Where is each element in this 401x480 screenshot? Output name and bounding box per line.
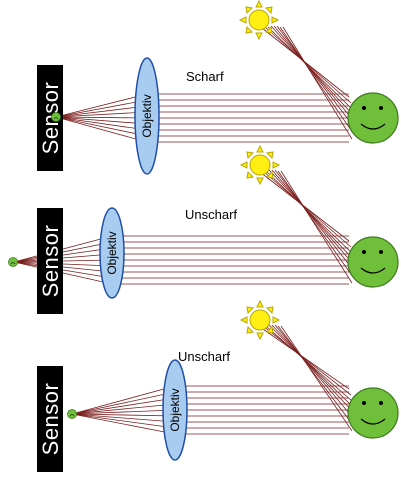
panel-2-sun-rays (259, 169, 355, 284)
panel-2-lens: Objektiv (99, 207, 125, 299)
panel-2-lens-label: Objektiv (105, 231, 119, 274)
panel-1-lens-label: Objektiv (140, 94, 154, 137)
panel-3-lens: Objektiv (162, 359, 188, 461)
panel-3-sun-rays (259, 324, 355, 432)
panel-2-sensor-label: Sensor (38, 225, 63, 298)
panel-1-caption: Scharf (186, 69, 224, 84)
panel-2-sensor: Sensor (37, 208, 63, 314)
panel-3-caption: Unscharf (178, 349, 230, 364)
panel-3-converging-rays (71, 385, 176, 435)
panel-1-sun-rays (261, 25, 355, 140)
panel-2-object-rays (112, 235, 349, 285)
panel-3-image-face (67, 409, 77, 419)
panel-3-lens-label: Objektiv (168, 388, 182, 431)
panel-1-sun-icon (238, 0, 280, 41)
panel-2-image-face (8, 257, 18, 267)
panel-1-image-face (51, 112, 61, 122)
panel-3-sensor: Sensor (37, 366, 63, 472)
panel-1-lens: Objektiv (134, 57, 160, 175)
panel-2: Sensor Objektiv Unscharf (8, 144, 399, 314)
panel-3-face-icon (347, 387, 399, 439)
panel-1-face-icon (347, 92, 399, 144)
panel-3-object-rays (175, 385, 349, 435)
panel-2-sun-icon (239, 144, 281, 186)
panel-1-object-rays (147, 93, 349, 143)
panel-2-face-icon (347, 236, 399, 288)
panel-1: Objektiv Sensor Scharf (37, 0, 399, 175)
panel-3-sun-icon (239, 299, 281, 341)
panel-3: Sensor Objektiv Unscharf (37, 299, 399, 472)
panel-3-sensor-label: Sensor (38, 383, 63, 456)
panel-1-converging-rays (55, 93, 148, 143)
panel-2-caption: Unscharf (185, 207, 237, 222)
